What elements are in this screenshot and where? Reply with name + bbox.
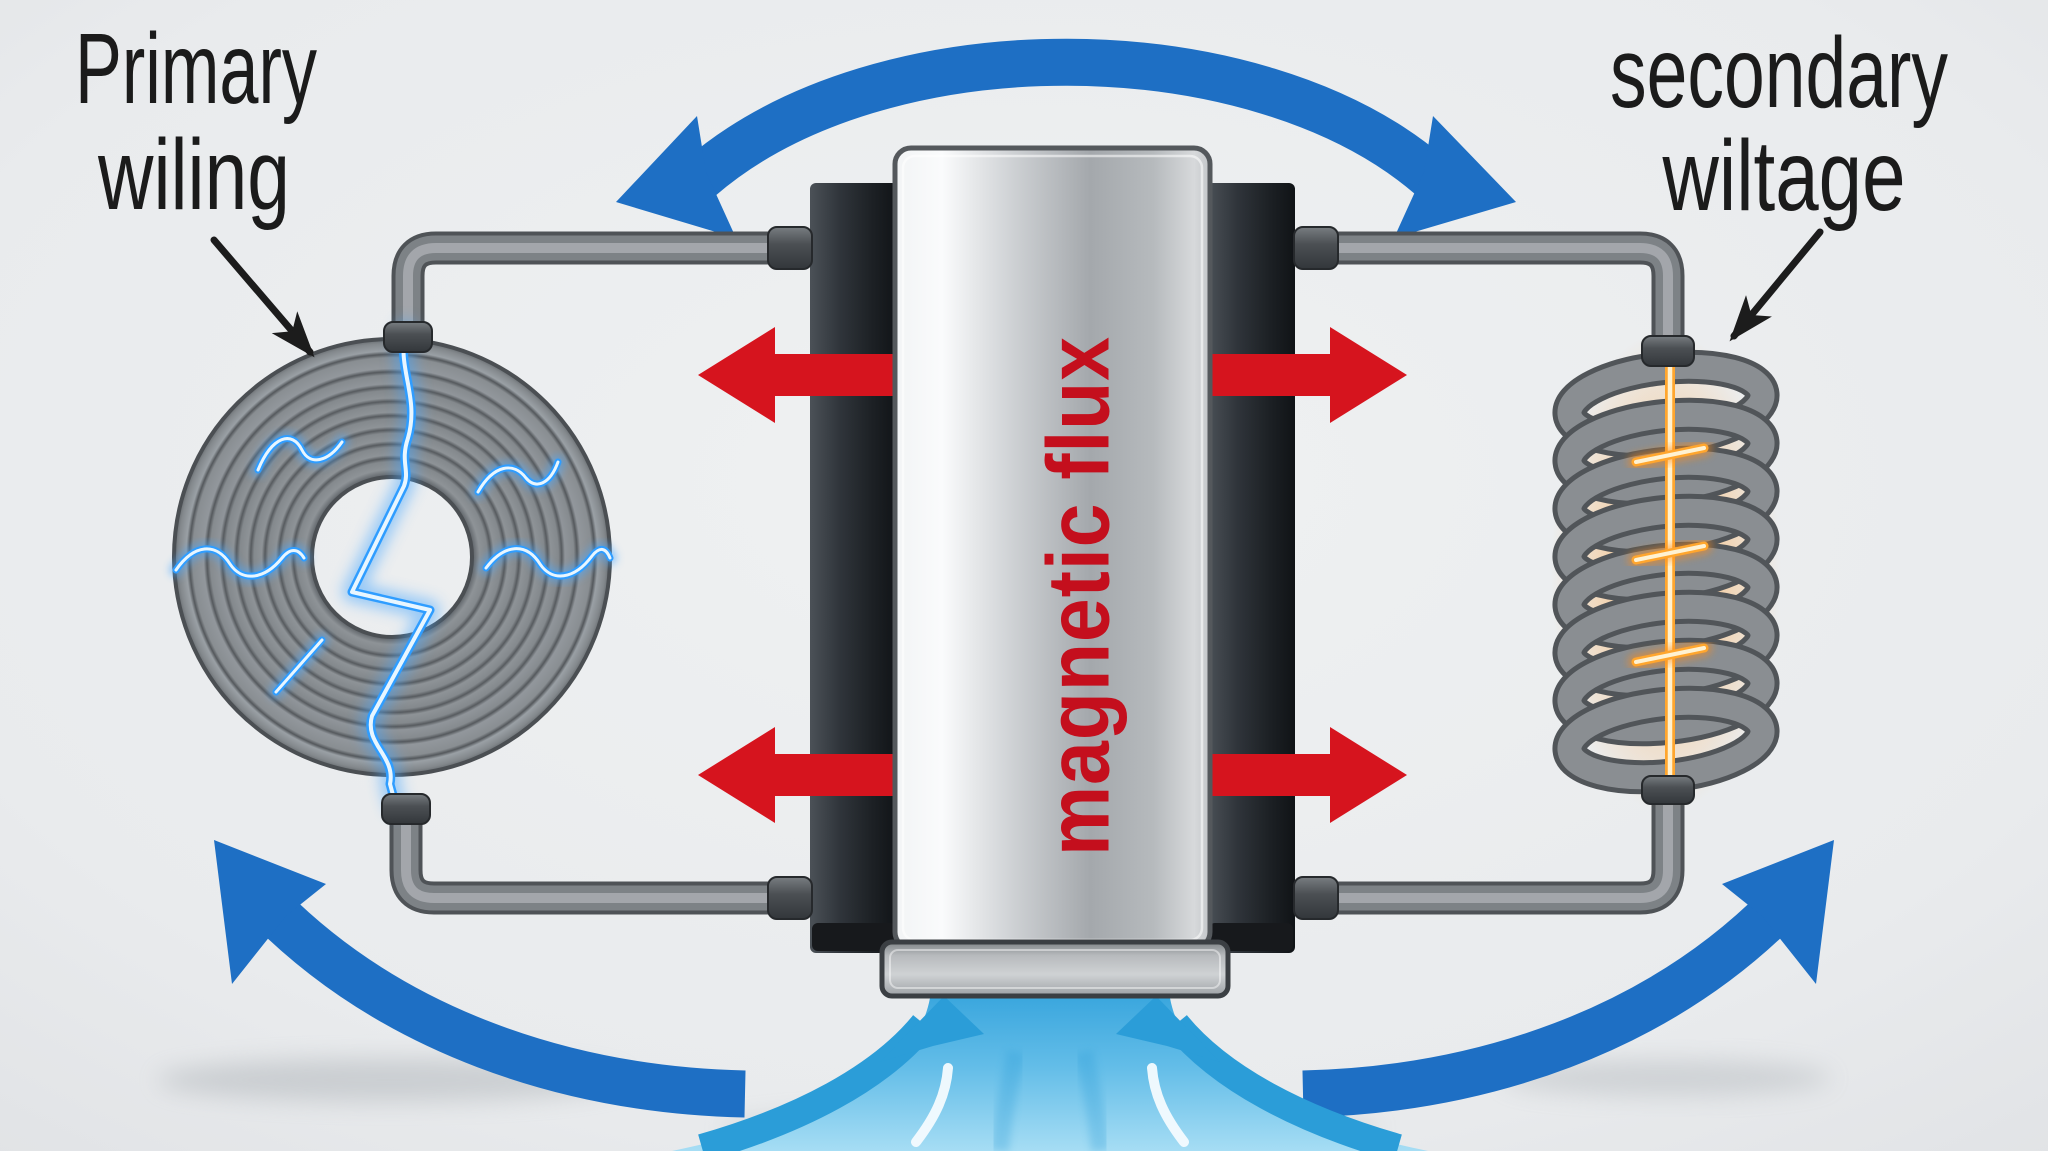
burst-highlight-right (1147, 1063, 1189, 1147)
energy-burst (672, 996, 1428, 1151)
wire-highlight (401, 807, 791, 903)
ferrule-primary-top (383, 321, 433, 353)
spark-nw-icon (251, 431, 349, 477)
spark-ne-icon (471, 455, 565, 499)
core-bottom-cap (879, 939, 1231, 999)
bolt-core (350, 328, 432, 808)
wire-primary-top (391, 231, 803, 351)
secondary-coil (1551, 332, 1781, 812)
primary-coil (169, 320, 617, 816)
spark-core (484, 547, 612, 578)
wire-secondary-bottom (1303, 773, 1685, 915)
ferrule-secondary-bottom (1641, 775, 1695, 805)
wire-highlight (1315, 243, 1673, 353)
core-left-limb-bottom-bevel (812, 923, 896, 951)
shadow-secondary-coil (1501, 1060, 1831, 1096)
wire-highlight (1315, 785, 1673, 903)
annotation-arrow-right-icon (1729, 228, 1824, 342)
arrowhead-top-right-icon (1394, 116, 1516, 238)
ferrule-core-top-right (1293, 226, 1339, 270)
tick-core (1634, 544, 1706, 562)
glowing-filament-icon (1628, 347, 1712, 803)
label-primary-line2: wiling (97, 119, 290, 231)
burst-shade-left (991, 1050, 1025, 1151)
spark-sw-icon (269, 633, 329, 699)
arrowhead-bottom-right-icon (1722, 840, 1834, 984)
core-right-limb-bottom-bevel (1209, 923, 1293, 951)
label-primary-line1: Primary (75, 13, 317, 125)
flux-arrow-lower-left-icon (698, 727, 900, 823)
induction-arc-bottom-right (1302, 840, 1834, 1118)
label-secondary-line1: secondary (1610, 17, 1948, 129)
burst-arrowhead-left-icon (880, 996, 984, 1062)
induction-arc-bl-band (253, 891, 746, 1118)
flux-arrow-upper-left-icon (698, 327, 900, 423)
lightning-bolt-icon (342, 320, 440, 816)
core-right-limb (1207, 183, 1295, 953)
tick-core (1634, 646, 1706, 664)
core-label: magnetic flux (1029, 336, 1128, 856)
wire-highlight (403, 243, 791, 339)
filament-tick-3 (1628, 640, 1712, 670)
annotations: Primary wiling secondary wiltage (75, 13, 1948, 358)
induction-arc-br-band (1302, 891, 1795, 1118)
coil-inner-rim (310, 475, 474, 639)
ferrule-core-bottom-left (767, 876, 813, 920)
burst-arrowhead-right-icon (1116, 996, 1220, 1062)
burst-plume (672, 998, 1428, 1151)
induction-arc-bottom-left (214, 840, 746, 1118)
wire-primary-bottom (389, 795, 803, 915)
flux-arrows (698, 327, 1407, 823)
annotation-arrow-left-icon (210, 236, 315, 358)
arrowhead-bottom-left-icon (214, 840, 326, 984)
flux-arrow-lower-right-icon (1205, 727, 1407, 823)
induction-arc-top-band (684, 38, 1446, 196)
coil-body (174, 339, 610, 775)
wire-secondary-top (1303, 231, 1685, 365)
arrowhead-top-left-icon (616, 116, 736, 238)
spark-core (274, 638, 324, 694)
circuit-wires (389, 231, 1685, 915)
ferrule-primary-bottom (381, 793, 431, 825)
core-left-limb (810, 183, 898, 953)
flux-arrow-upper-right-icon (1205, 327, 1407, 423)
ferrules (381, 226, 1695, 920)
label-secondary-line2: wiltage (1662, 120, 1906, 232)
ferrule-core-bottom-right (1293, 876, 1339, 920)
filament-tick-2 (1628, 538, 1712, 568)
spark-west-icon (169, 541, 311, 584)
burst-highlight-left (911, 1063, 953, 1147)
spark-east-icon (479, 541, 617, 583)
primary-sparks (169, 320, 617, 816)
tick-core (1634, 446, 1706, 464)
ferrule-secondary-top (1641, 335, 1695, 367)
filament-tick-1 (1628, 440, 1712, 470)
core-bottom-cap-highlight (889, 949, 1221, 989)
burst-shade-right (1075, 1050, 1109, 1151)
spark-core (256, 437, 344, 472)
ferrule-core-top-left (767, 226, 813, 270)
spark-core (476, 460, 560, 494)
induction-arc-top (616, 38, 1516, 238)
core-center-plate: magnetic flux (879, 145, 1231, 999)
spark-core (174, 547, 306, 578)
